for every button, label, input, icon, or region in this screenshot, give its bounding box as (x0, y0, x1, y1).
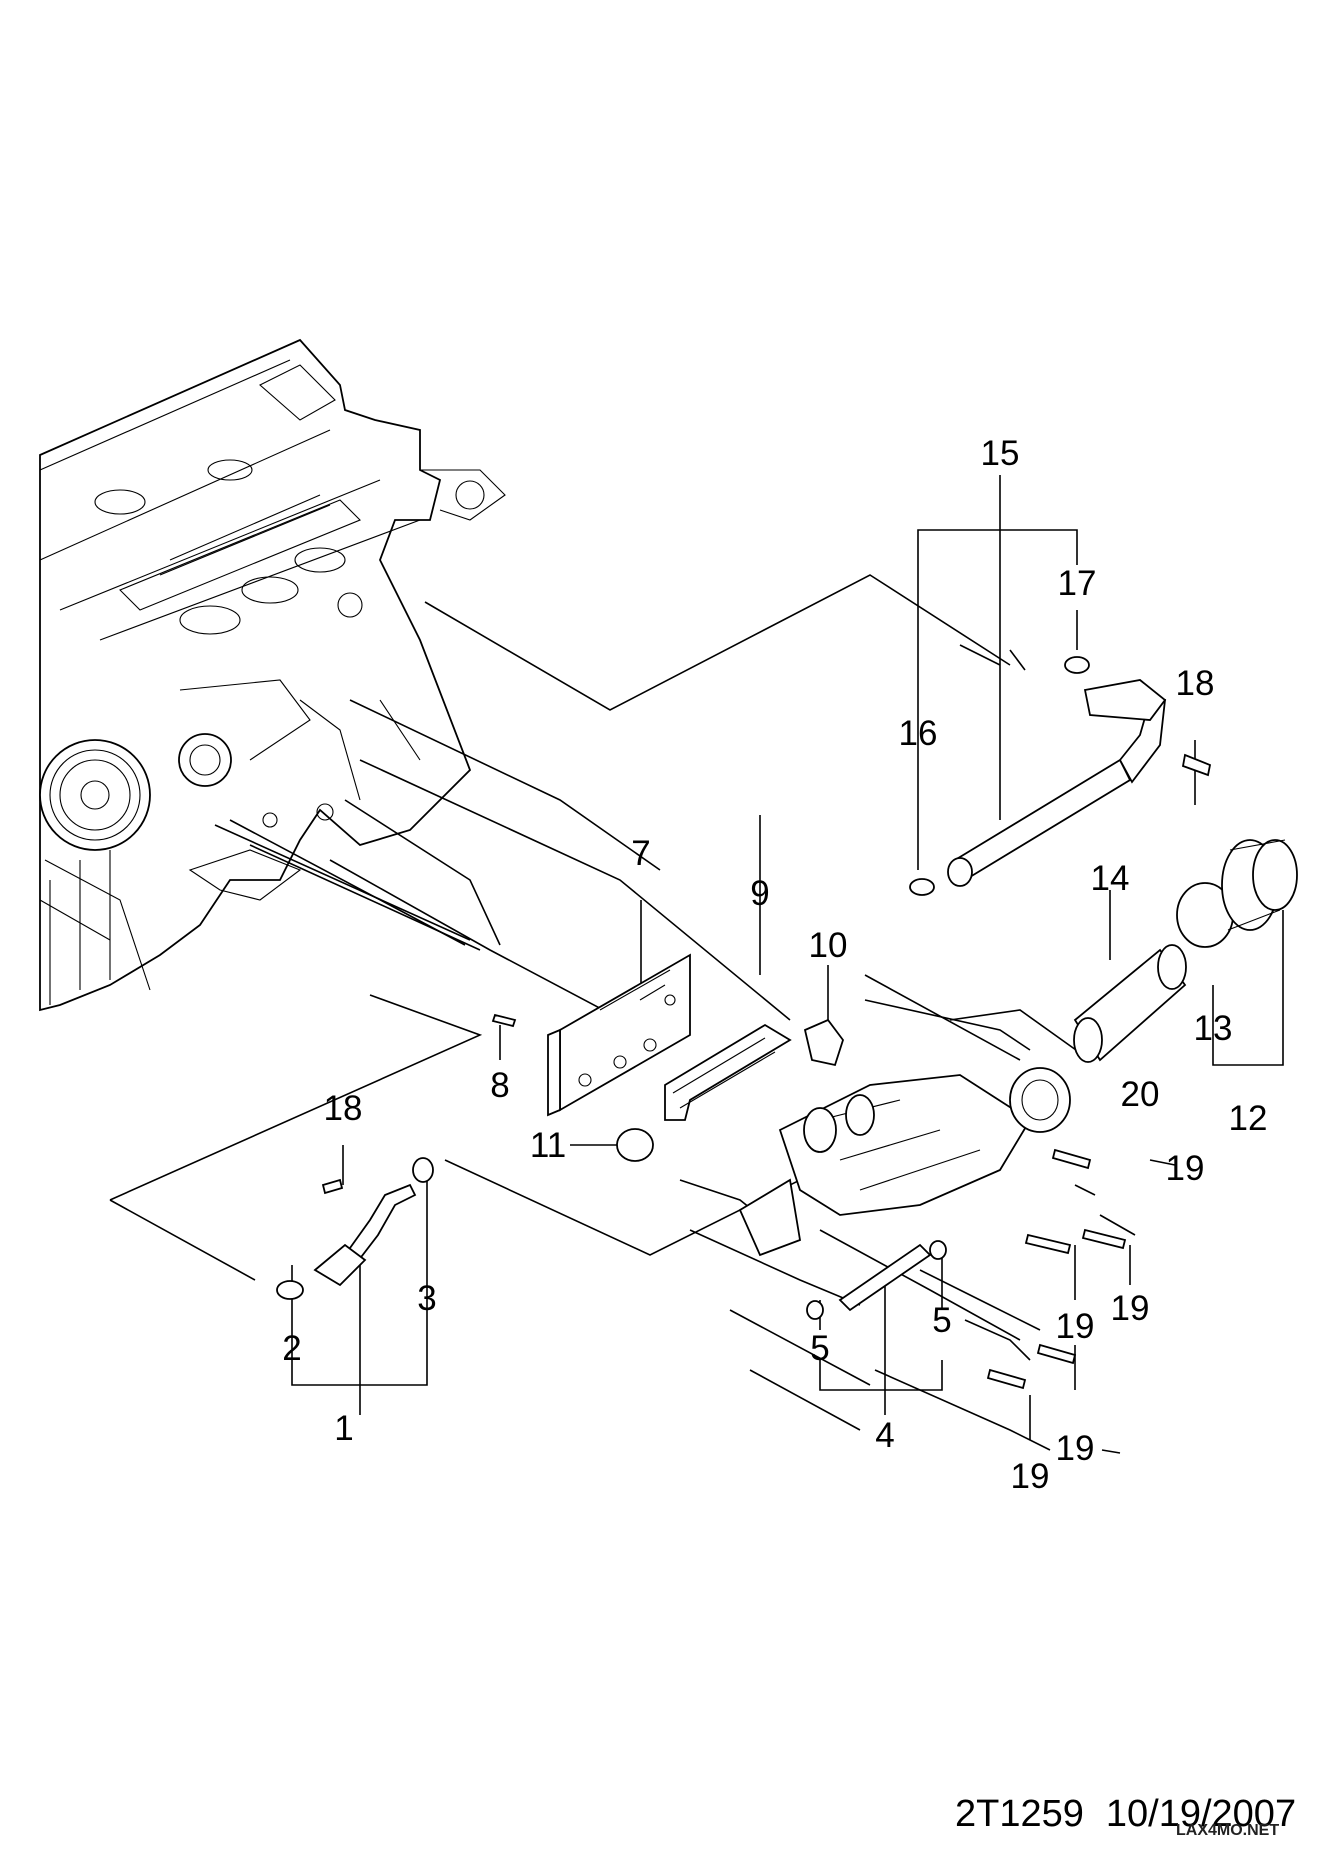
callout-9: 9 (750, 874, 769, 913)
bolts (986, 1148, 1127, 1390)
diagram-footer: 2T1259 10/19/2007 (955, 1793, 1318, 1836)
oil-pipe-assembly (909, 656, 1212, 896)
callout-19a: 19 (1166, 1149, 1205, 1188)
callout-11: 11 (530, 1126, 566, 1165)
callout-19b: 19 (1056, 1307, 1095, 1346)
gaskets (616, 1018, 844, 1162)
callout-3: 3 (417, 1279, 436, 1318)
callout-17: 17 (1058, 564, 1097, 603)
watermark: LAX4MO.NET (1176, 1822, 1280, 1839)
small-oil-pipe (806, 1240, 947, 1320)
callout-19c: 19 (1111, 1289, 1150, 1328)
callout-7: 7 (631, 834, 650, 873)
callout-10: 10 (809, 926, 848, 965)
callout-4: 4 (875, 1416, 894, 1455)
filter-element (1073, 944, 1187, 1063)
diagram-date: 10/19/2007 (1105, 1793, 1297, 1835)
lower-oil-pipe (276, 1157, 434, 1300)
engine-block (39, 338, 506, 1012)
callout-19d: 19 (1056, 1429, 1095, 1468)
callout-16: 16 (899, 714, 938, 753)
callout-1: 1 (334, 1409, 353, 1448)
callout-8: 8 (490, 1066, 509, 1105)
callout-5a: 5 (810, 1329, 829, 1368)
diagram-code: 2T1259 (955, 1793, 1084, 1835)
callout-13: 13 (1194, 1009, 1233, 1048)
callout-12: 12 (1229, 1099, 1268, 1138)
callout-15: 15 (981, 434, 1020, 473)
callout-14: 14 (1091, 859, 1130, 898)
callout-2: 2 (282, 1329, 301, 1368)
callout-18a: 18 (1176, 664, 1215, 703)
callout-18b: 18 (324, 1089, 363, 1128)
callout-5b: 5 (932, 1301, 951, 1340)
oil-filter-housing (738, 1067, 1071, 1257)
filter-cap (1221, 839, 1298, 931)
callout-20: 20 (1121, 1075, 1160, 1114)
oil-cooler (491, 953, 691, 1117)
callout-19e: 19 (1011, 1457, 1050, 1496)
